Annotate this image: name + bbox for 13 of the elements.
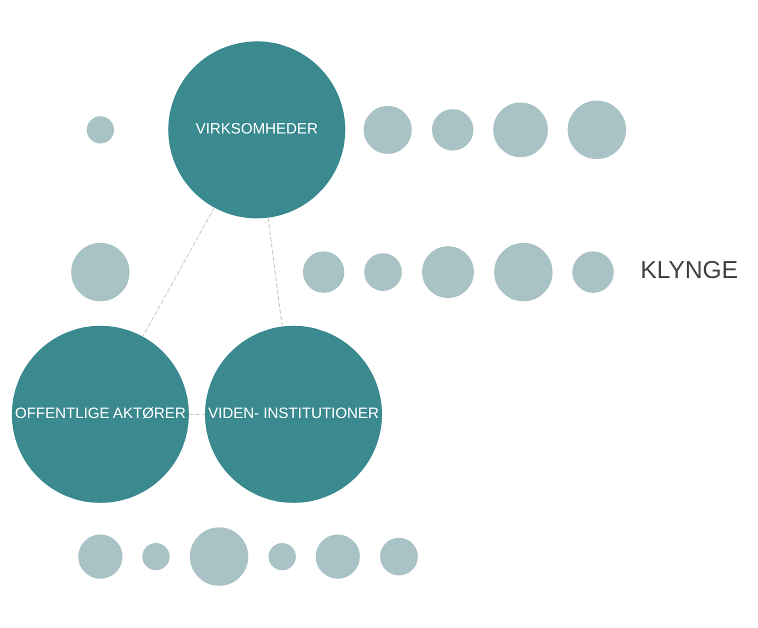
label: KLYNGE — [640, 256, 738, 284]
node-circle — [68, 240, 132, 304]
node-circle — [187, 524, 252, 588]
node-circle: VIRKSOMHEDER — [168, 40, 346, 218]
node-circle — [360, 102, 415, 156]
node-circle — [300, 248, 348, 296]
node-circle — [570, 248, 617, 296]
node-circle: VIDEN- INSTITUTIONER — [204, 325, 382, 502]
connector — [142, 206, 215, 337]
node-circle: OFFENTLIGE AKTØRER — [12, 325, 189, 502]
node-circle — [491, 240, 556, 304]
connector — [268, 216, 283, 327]
connector — [188, 413, 206, 414]
